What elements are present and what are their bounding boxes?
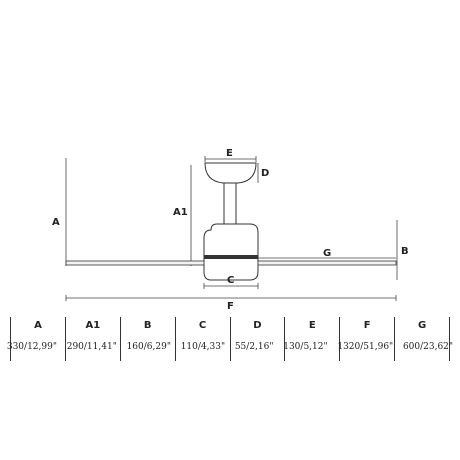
table-value: 160/6,29": [126, 342, 171, 352]
dimension-e-label: E: [226, 148, 233, 159]
fan-blade-right: [257, 260, 397, 266]
table-value: 290/11,41": [66, 342, 117, 352]
table-header: A1: [85, 320, 101, 331]
table-value: 600/23,62": [402, 342, 454, 352]
table-header: C: [198, 320, 207, 331]
table-value: 130/5,12": [283, 342, 328, 352]
dimension-a1-label: A1: [173, 207, 188, 218]
fan-downrod: [223, 182, 237, 225]
table-column-c: C: [174, 317, 230, 361]
dimension-a-label: A: [52, 217, 60, 228]
dimensions-table: A A1 B C D E F G: [10, 317, 450, 365]
dimensions-values-row: 330/12,99" 290/11,41" 160/6,29" 110/4,33…: [0, 342, 460, 352]
dimension-g-label: G: [323, 248, 331, 259]
table-header: D: [253, 320, 262, 331]
table-header: A: [34, 320, 42, 331]
table-value: 110/4,33": [180, 342, 226, 352]
table-column-g: G: [394, 317, 450, 361]
table-column-e: E: [284, 317, 339, 361]
table-header: E: [308, 320, 316, 331]
table-column-a: A: [10, 317, 65, 361]
dimension-f-label: F: [227, 301, 234, 312]
table-value: 1320/51,96": [337, 342, 394, 352]
table-column-a1: A1: [64, 317, 120, 361]
dimension-d-label: D: [261, 168, 269, 179]
table-column-f: F: [339, 317, 394, 361]
dimension-c-label: C: [227, 275, 234, 286]
table-column-d: D: [229, 317, 285, 361]
table-header: F: [363, 320, 371, 331]
fan-canopy: [204, 162, 257, 184]
dimension-b-label: B: [401, 246, 409, 257]
fan-motor-housing: [203, 223, 259, 281]
table-value: 55/2,16": [234, 342, 274, 352]
table-value: 330/12,99": [6, 342, 57, 352]
table-header: G: [417, 320, 427, 331]
fan-motor-band: [204, 255, 258, 259]
table-header: B: [143, 320, 152, 331]
table-column-b: B: [119, 317, 175, 361]
fan-blade-left: [65, 260, 205, 266]
